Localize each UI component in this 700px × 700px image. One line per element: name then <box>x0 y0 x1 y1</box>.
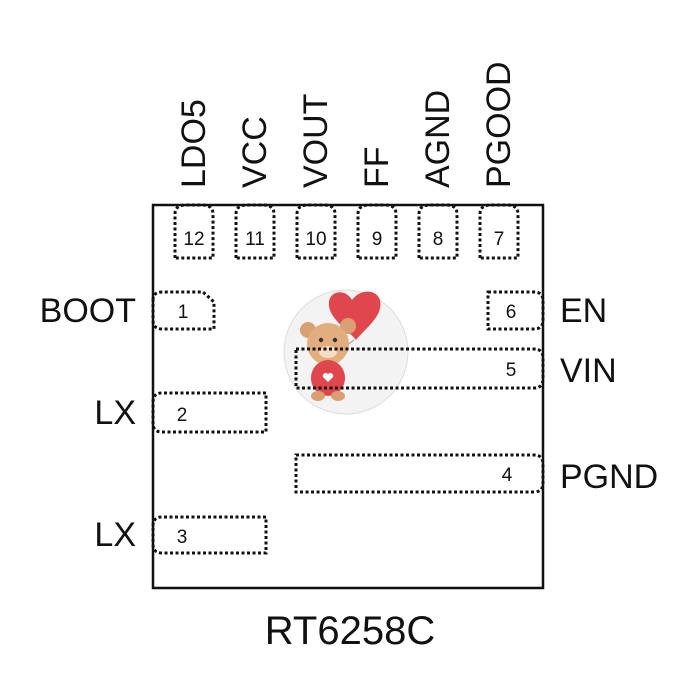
pin-label-lx-3: LX <box>94 516 136 554</box>
pad-number-8: 8 <box>433 229 444 250</box>
pad-1 <box>151 290 216 331</box>
pad-12 <box>173 203 215 260</box>
pad-3 <box>151 515 268 555</box>
pad-number-10: 10 <box>305 229 326 250</box>
pin-label-ldo5: LDO5 <box>175 99 213 188</box>
pin-label-pgood: PGOOD <box>480 61 518 188</box>
pad-number-12: 12 <box>183 229 204 250</box>
pin-label-en: EN <box>560 292 607 330</box>
pin-label-pgnd: PGND <box>560 458 658 496</box>
pad-number-11: 11 <box>245 229 265 250</box>
pad-number-9: 9 <box>372 229 383 250</box>
pad-number-3: 3 <box>177 527 188 548</box>
pad-4 <box>294 453 545 494</box>
pin-label-vin: VIN <box>560 352 617 390</box>
pin-label-ff: FF <box>358 146 396 188</box>
pin-label-lx-2: LX <box>94 394 136 432</box>
pad-number-1: 1 <box>178 302 189 323</box>
pad-6 <box>486 290 545 331</box>
pad-number-2: 2 <box>177 405 188 426</box>
pad-9 <box>356 203 398 260</box>
pad-2 <box>151 391 268 434</box>
pad-number-5: 5 <box>506 360 517 381</box>
pin-label-vcc: VCC <box>236 116 274 188</box>
pad-7 <box>478 203 520 260</box>
pin-label-agnd: AGND <box>419 90 457 188</box>
pad-10 <box>295 203 337 260</box>
pad-number-4: 4 <box>502 465 513 486</box>
pad-11 <box>234 203 276 260</box>
pad-8 <box>417 203 459 260</box>
pin-label-vout: VOUT <box>297 94 335 188</box>
pad-5 <box>294 347 545 390</box>
teddy-bear-watermark-icon <box>283 289 409 415</box>
pad-number-6: 6 <box>506 302 517 323</box>
pin-label-boot: BOOT <box>40 292 136 330</box>
part-number: RT6258C <box>265 609 435 653</box>
pad-number-7: 7 <box>494 229 505 250</box>
